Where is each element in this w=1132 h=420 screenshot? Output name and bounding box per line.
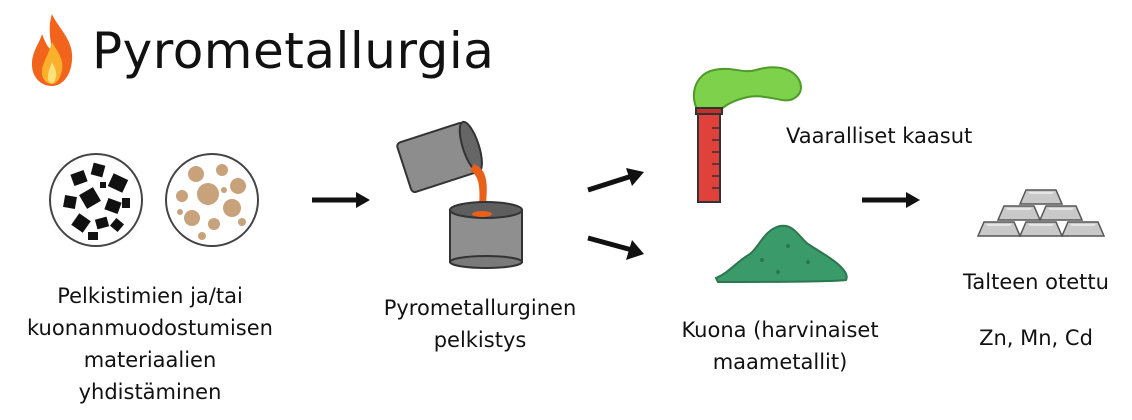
arrow-to-slag bbox=[586, 232, 646, 262]
gases-label: Vaaralliset kaasut bbox=[786, 124, 972, 148]
page-title: Pyrometallurgia bbox=[92, 22, 494, 80]
slag-pile-icon bbox=[712, 222, 852, 284]
crucible-pour-icon bbox=[392, 110, 532, 270]
flame-icon bbox=[28, 12, 76, 88]
arrow-3 bbox=[862, 190, 922, 210]
step-label-mixing: Pelkistimien ja/tai kuonanmuodostumisen … bbox=[2, 280, 298, 408]
arrow-1 bbox=[312, 190, 372, 210]
metal-ingots-icon bbox=[976, 176, 1106, 238]
step-label-recovered: Talteen otettu bbox=[940, 266, 1132, 298]
step-label-slag: Kuona (harvinaiset maametallit) bbox=[660, 314, 900, 378]
step-label-reduction: Pyrometallurginen pelkistys bbox=[360, 292, 600, 356]
arrow-to-gases bbox=[586, 166, 646, 196]
reductant-mixture-icon bbox=[48, 152, 144, 248]
recovered-metals: Zn, Mn, Cd bbox=[940, 322, 1132, 354]
slag-former-mixture-icon bbox=[164, 152, 260, 248]
